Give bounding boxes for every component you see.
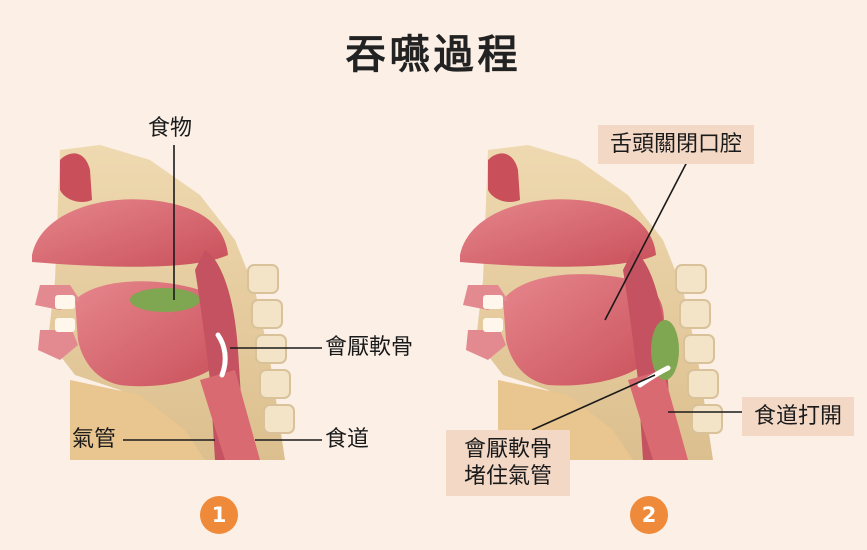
step-badge-2: 2 (630, 496, 668, 534)
step-badge-1: 1 (200, 496, 238, 534)
label-tongue-closes-mouth: 舌頭關閉口腔 (598, 125, 754, 164)
label-esophagus-opens: 食道打開 (742, 397, 854, 436)
label-food: 食物 (148, 116, 192, 142)
label-trachea: 氣管 (72, 427, 116, 453)
label-esophagus: 食道 (325, 427, 369, 453)
label-epiglottis-blocks-line1: 會厭軟骨 (454, 436, 562, 463)
label-epiglottis-blocks-line2: 堵住氣管 (454, 463, 562, 490)
label-epiglottis: 會厭軟骨 (325, 335, 413, 361)
panel-1-illustration (32, 145, 294, 460)
label-epiglottis-blocks-trachea: 會厭軟骨 堵住氣管 (446, 430, 570, 496)
food-bolus (130, 288, 200, 312)
